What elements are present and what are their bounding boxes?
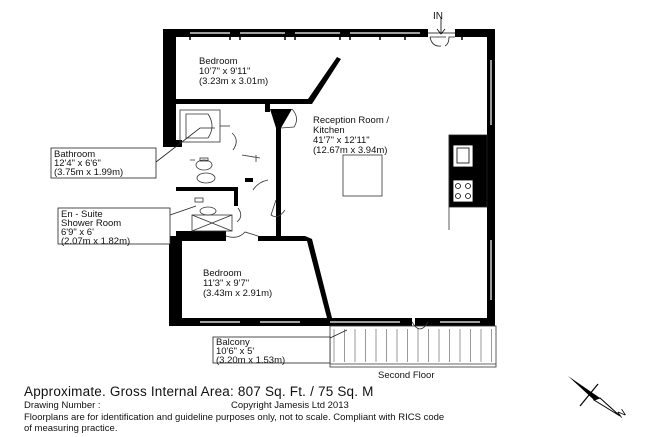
entrance-label: IN bbox=[433, 11, 443, 22]
drawing-number-row: Drawing Number : Copyright Jamesis Ltd 2… bbox=[24, 400, 624, 412]
window-ticks-top bbox=[189, 37, 463, 40]
room-label-reception: Reception Room / Kitchen 41'7" x 12'11" … bbox=[313, 115, 392, 156]
internal-walls bbox=[176, 57, 428, 326]
room-label-bathroom: Bathroom 12'4" x 6'6" (3.75m x 1.99m) bbox=[54, 149, 123, 178]
bathroom-label-box bbox=[50, 147, 157, 179]
hob bbox=[452, 179, 474, 203]
balcony-door bbox=[411, 321, 429, 330]
toilet bbox=[196, 172, 216, 184]
room-label-ensuite: En - Suite Shower Room 6'9" x 6' (2.07m … bbox=[61, 209, 130, 247]
wall-left-bottom bbox=[169, 236, 182, 326]
balcony-railing bbox=[333, 329, 492, 362]
ensuite-door bbox=[225, 231, 259, 238]
bathroom-door bbox=[252, 179, 269, 191]
balcony-label-box bbox=[212, 336, 331, 364]
entrance-door bbox=[428, 18, 455, 47]
label-callouts bbox=[155, 127, 348, 339]
floor-label: Second Floor bbox=[378, 370, 435, 381]
plan-footer: Approximate. Gross Internal Area: 807 Sq… bbox=[24, 384, 624, 434]
shower-tray bbox=[191, 214, 233, 232]
compass-icon: N bbox=[568, 376, 628, 421]
bedroom-top-door bbox=[280, 108, 297, 129]
kitchen-units bbox=[342, 134, 488, 230]
bathroom-fixtures bbox=[179, 109, 269, 191]
kitchen-island bbox=[342, 154, 383, 197]
room-label-bedroom-top: Bedroom 10'7" x 9'11" (3.23m x 3.01m) bbox=[199, 56, 268, 87]
wall-notch bbox=[176, 140, 182, 147]
balcony bbox=[329, 325, 497, 368]
room-label-balcony: Balcony 10'6" x 5' (3.20m x 1.53m) bbox=[216, 337, 285, 366]
disclaimer-text: Floorplans are for identification and gu… bbox=[24, 412, 445, 434]
ensuite-fixtures bbox=[191, 197, 259, 238]
basin bbox=[195, 159, 213, 171]
bath-door-swing bbox=[231, 132, 237, 151]
room-label-bedroom-bottom: Bedroom 11'3" x 9'7" (3.43m x 2.91m) bbox=[203, 268, 272, 299]
copyright-text: Copyright Jamesis Ltd 2013 bbox=[231, 400, 349, 411]
bedroom-bottom-door bbox=[270, 199, 286, 218]
wall-top-right bbox=[455, 29, 495, 37]
wall-left-top bbox=[163, 29, 176, 147]
compass-north-label: N bbox=[616, 408, 628, 421]
room-doors bbox=[270, 108, 429, 330]
wall-right bbox=[487, 29, 495, 325]
gross-area-text: Approximate. Gross Internal Area: 807 Sq… bbox=[24, 384, 374, 399]
ensuite-label-box bbox=[57, 207, 171, 245]
drawing-number-label: Drawing Number : bbox=[24, 400, 101, 411]
